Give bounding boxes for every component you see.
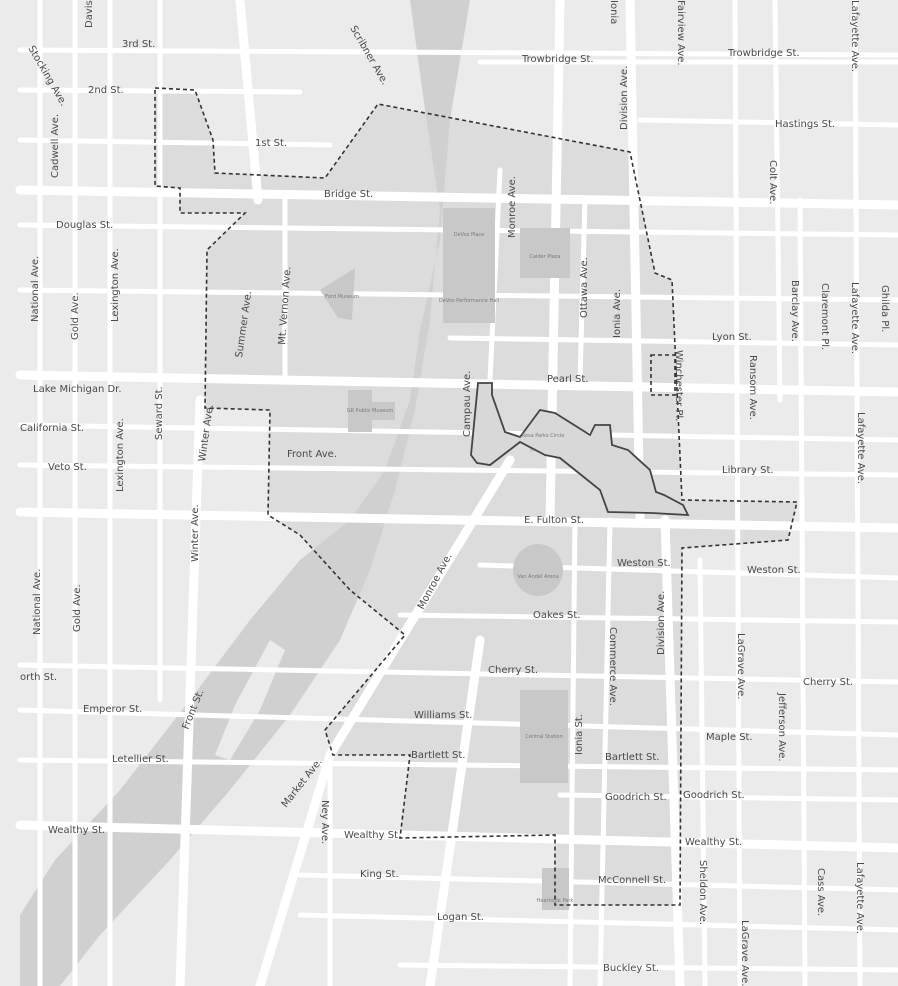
label-sheldon: Sheldon Ave. [697, 860, 708, 925]
label-maple: Maple St. [706, 732, 753, 743]
landmark-devos-place: DeVos Place [454, 232, 485, 238]
label-lafayette-north: Lafayette Ave. [849, 282, 860, 354]
label-king: King St. [360, 869, 399, 880]
label-lafayette-mid: Lafayette Ave. [855, 412, 866, 484]
label-trowbridge-east: Trowbridge St. [727, 48, 800, 59]
label-library: Library St. [722, 465, 774, 476]
label-bartlett-east: Bartlett St. [605, 752, 659, 763]
devos-place-building [443, 208, 495, 278]
label-goodrich-west: Goodrich St. [605, 792, 667, 803]
label-mt-vernon: Mt. Vernon Ave. [277, 266, 293, 345]
label-gold-south: Gold Ave. [72, 584, 83, 632]
label-gold-north: Gold Ave. [70, 292, 81, 340]
label-trowbridge-west: Trowbridge St. [521, 54, 594, 65]
label-california: California St. [20, 423, 84, 434]
label-winter-south: Winter Ave. [190, 504, 201, 562]
landmark-rosa-parks: Rosa Parks Circle [522, 433, 565, 439]
label-north-st: orth St. [20, 672, 57, 683]
public-museum-building [348, 390, 395, 432]
label-lagrave-south: LaGrave Ave. [739, 920, 750, 986]
label-national-south: National Ave. [32, 569, 43, 635]
label-national-north: National Ave. [30, 256, 41, 322]
label-weston-east: Weston St. [747, 565, 801, 576]
landmark-central-station: Central Station [525, 734, 563, 740]
label-colt: Colt Ave. [767, 160, 778, 204]
label-bartlett-west: Bartlett St. [411, 750, 465, 761]
label-commerce: Commerce Ave. [607, 627, 618, 706]
label-cadwell: Cadwell Ave. [50, 114, 61, 178]
label-logan: Logan St. [437, 912, 484, 923]
landmark-labels: DeVos Place DeVos Performance Hall Calde… [325, 232, 573, 904]
label-claremont: Claremont Pl. [819, 283, 830, 350]
van-andel-building [513, 544, 563, 596]
label-1st-st: 1st St. [255, 138, 287, 149]
label-lagrave-north: LaGrave Ave. [735, 633, 746, 699]
label-seward: Seward St. [154, 386, 165, 440]
label-lyon: Lyon St. [712, 332, 752, 343]
label-ionia-top: Ionia [608, 0, 619, 24]
label-wealthy-mid: Wealthy St. [344, 830, 401, 841]
label-fairview: Fairview Ave. [675, 0, 686, 66]
landmark-public-museum: GR Public Museum [347, 408, 394, 414]
label-winchester: Winchester Pl. [673, 350, 684, 421]
label-oakes: Oakes St. [533, 610, 580, 621]
label-ionia-south: Ionia St. [574, 714, 585, 755]
label-ottawa: Ottawa Ave. [579, 257, 590, 318]
label-ionia-north: Ionia Ave. [612, 289, 623, 338]
label-goodrich-east: Goodrich St. [683, 790, 745, 801]
label-cass: Cass Ave. [815, 868, 826, 916]
label-front-ave: Front Ave. [287, 449, 337, 460]
devos-hall-building [443, 278, 495, 323]
label-cherry-east: Cherry St. [803, 677, 853, 688]
landmark-van-andel: Van Andel Arena [517, 574, 558, 580]
minor-roads [17, 0, 898, 986]
label-hastings: Hastings St. [775, 119, 835, 130]
label-bridge-st: Bridge St. [324, 189, 373, 200]
label-ney: Ney Ave. [319, 800, 330, 844]
label-lexington-south: Lexington Ave. [115, 418, 126, 492]
label-wealthy-east: Wealthy St. [685, 837, 742, 848]
label-jefferson: Jefferson Ave. [776, 692, 787, 762]
calder-plaza-building [520, 228, 570, 278]
label-wealthy-west: Wealthy St. [48, 825, 105, 836]
label-division-south: Division Ave. [656, 591, 667, 655]
label-williams: Williams St. [414, 710, 473, 721]
label-fulton: E. Fulton St. [524, 515, 584, 526]
landmark-calder: Calder Plaza [530, 254, 561, 260]
label-lafayette-south: Lafayette Ave. [854, 862, 865, 934]
label-barclay: Barclay Ave. [789, 280, 800, 342]
label-monroe-north: Monroe Ave. [507, 176, 518, 238]
label-lake-michigan: Lake Michigan Dr. [33, 384, 122, 395]
ford-museum-building [320, 268, 355, 320]
label-davis: Davis [84, 0, 95, 28]
landmark-heartside: Heartside Park [537, 898, 574, 904]
label-cherry-west: Cherry St. [488, 665, 538, 676]
label-lafayette-top: Lafayette Ave. [849, 0, 860, 72]
label-ghilda: Ghilda Pl. [879, 285, 890, 332]
label-campau: Campau Ave. [462, 371, 473, 437]
label-letellier: Letellier St. [112, 754, 169, 765]
label-3rd-st: 3rd St. [122, 39, 155, 50]
central-station-building [520, 690, 568, 783]
label-buckley: Buckley St. [603, 963, 659, 974]
boundary-notch [650, 354, 676, 396]
label-2nd-st: 2nd St. [88, 85, 124, 96]
label-pearl: Pearl St. [547, 374, 588, 385]
label-lexington-north: Lexington Ave. [110, 248, 121, 322]
district-boundary [154, 87, 799, 906]
label-veto: Veto St. [48, 462, 87, 473]
label-emperor: Emperor St. [83, 704, 142, 715]
river [20, 0, 470, 986]
label-weston-west: Weston St. [617, 558, 671, 569]
landmark-devos-hall: DeVos Performance Hall [439, 298, 499, 304]
label-ransom: Ransom Ave. [747, 355, 758, 420]
label-mcconnell: McConnell St. [598, 875, 666, 886]
label-division-north: Division Ave. [619, 66, 630, 130]
landmark-ford: Ford Museum [325, 294, 359, 300]
label-douglas: Douglas St. [56, 220, 113, 231]
focus-area [470, 382, 690, 516]
